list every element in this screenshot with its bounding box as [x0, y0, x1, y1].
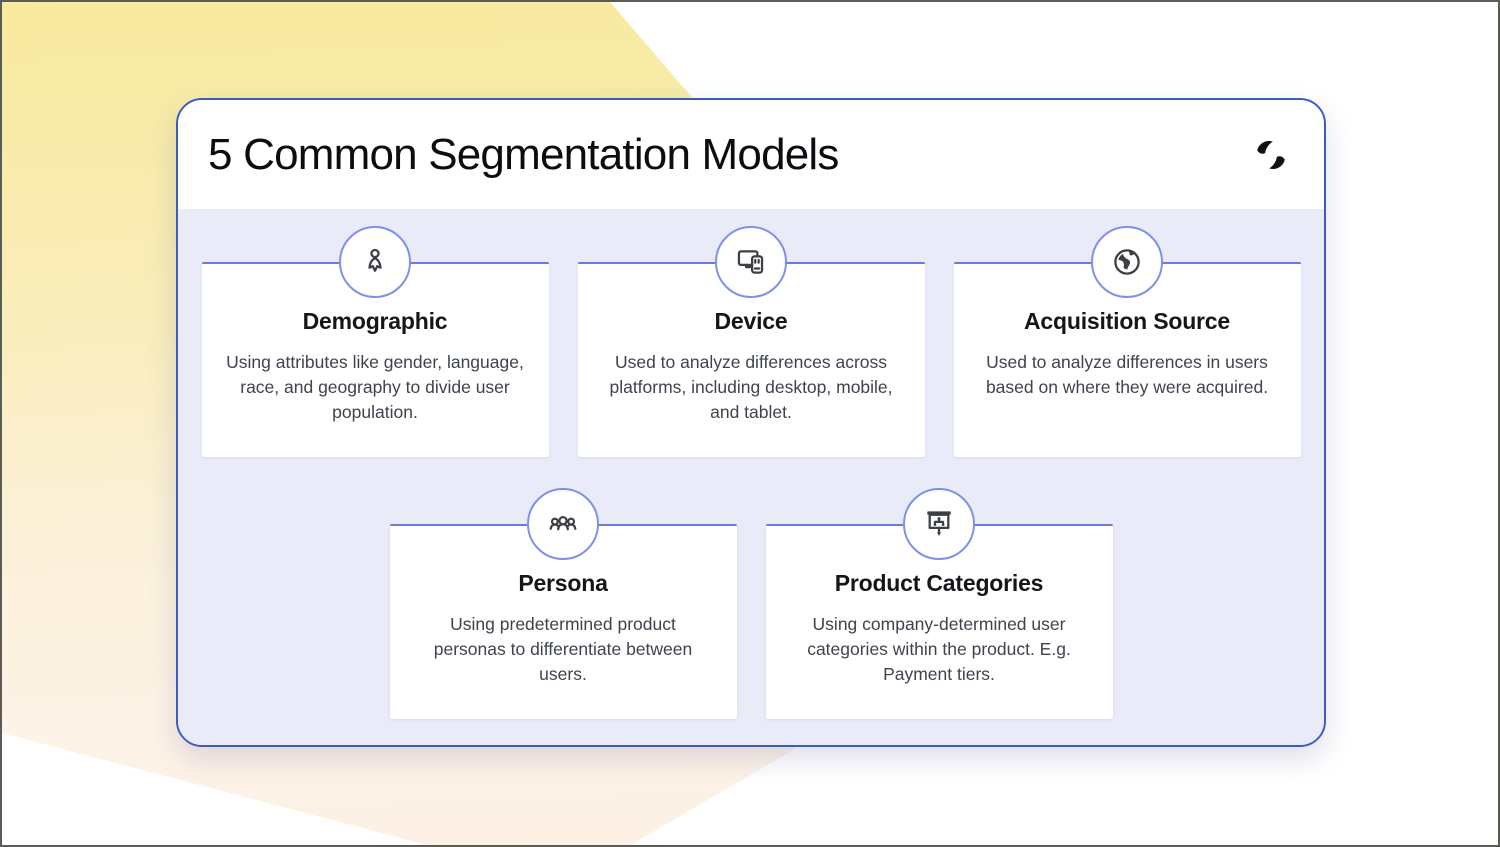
main-card: 5 Common Segmentation Models: [176, 98, 1326, 747]
model-card-product-categories: Product Categories Using company-determi…: [765, 488, 1113, 719]
model-card-demographic: Demographic Using attributes like gender…: [201, 226, 549, 457]
page-title: 5 Common Segmentation Models: [208, 129, 839, 179]
model-card-title: Device: [714, 308, 788, 334]
people-group-icon: [527, 488, 599, 560]
model-card-description: Used to analyze differences across platf…: [609, 352, 893, 422]
brand-logo-icon: [1248, 135, 1294, 175]
card-row-bottom: Persona Using predetermined product pers…: [178, 488, 1324, 719]
panel-body: Demographic Using attributes like gender…: [178, 209, 1324, 745]
model-card-acquisition-source: Acquisition Source Used to analyze diffe…: [953, 226, 1301, 457]
model-card-title: Acquisition Source: [1024, 308, 1230, 334]
card-row-top: Demographic Using attributes like gender…: [178, 226, 1324, 457]
model-card-description: Using predetermined product personas to …: [433, 614, 693, 684]
presentation-chart-icon: [903, 488, 975, 560]
model-card-title: Product Categories: [834, 570, 1044, 596]
person-icon: [339, 226, 411, 298]
model-card-title: Demographic: [302, 308, 448, 334]
card-header: 5 Common Segmentation Models: [178, 100, 1324, 209]
model-card-persona: Persona Using predetermined product pers…: [389, 488, 737, 719]
devices-icon: [715, 226, 787, 298]
model-card-device: Device Used to analyze differences acros…: [577, 226, 925, 457]
model-card-description: Using attributes like gender, language, …: [226, 352, 524, 422]
model-card-description: Using company-determined user categories…: [807, 614, 1071, 684]
model-card-description: Used to analyze differences in users bas…: [985, 352, 1269, 397]
model-card-title: Persona: [518, 570, 608, 596]
globe-icon: [1091, 226, 1163, 298]
